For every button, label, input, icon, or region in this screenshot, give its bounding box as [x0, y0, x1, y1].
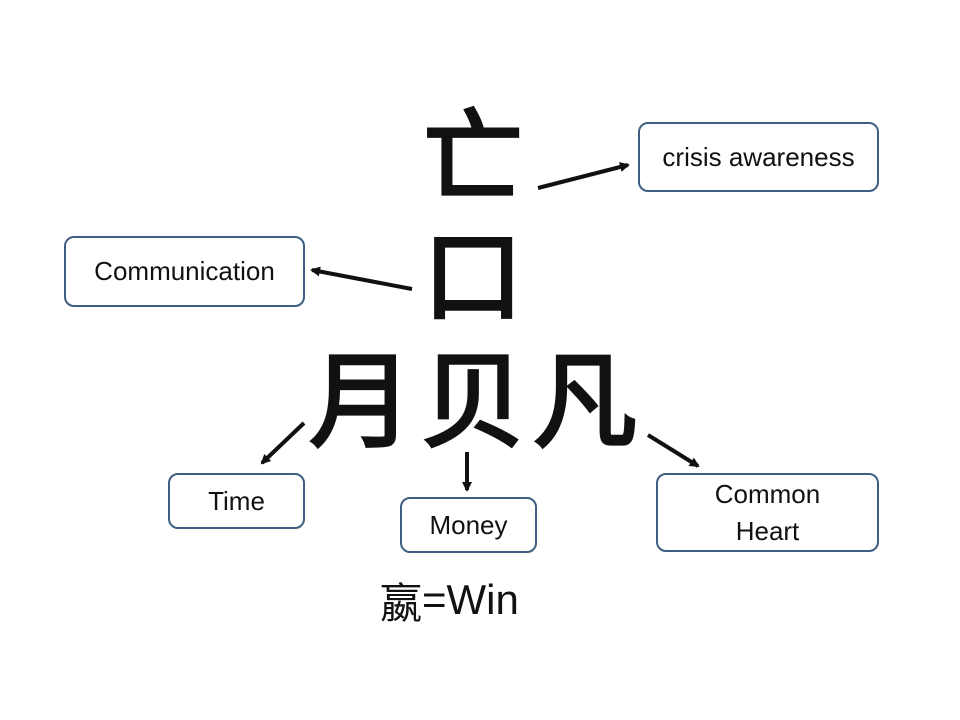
character-fan: 凡 — [532, 341, 637, 463]
formula-character: 嬴 — [380, 578, 423, 628]
character-yue: 月 — [308, 341, 413, 463]
label-time-text: Time — [208, 485, 265, 516]
label-communication-text: Communication — [94, 256, 275, 287]
arrow-to-common-heart — [646, 433, 700, 468]
character-kou: 口 — [423, 219, 523, 336]
formula-text: =Win — [422, 576, 519, 623]
label-crisis-awareness: crisis awareness — [638, 122, 879, 192]
label-crisis-awareness-text: crisis awareness — [662, 141, 855, 172]
win-formula: 嬴 =Win — [380, 572, 580, 628]
label-communication: Communication — [64, 236, 305, 307]
character-bei: 贝 — [420, 341, 525, 463]
label-common-heart-text: Common Heart — [714, 479, 821, 546]
label-money-text: Money — [429, 509, 508, 540]
label-time: Time — [168, 473, 305, 529]
arrow-to-crisis — [537, 162, 630, 190]
arrow-to-communication — [310, 266, 413, 291]
arrow-to-time — [260, 421, 306, 465]
label-money: Money — [400, 497, 537, 553]
label-common-heart: Common Heart — [656, 473, 879, 552]
character-wang: 亡 — [423, 99, 523, 216]
